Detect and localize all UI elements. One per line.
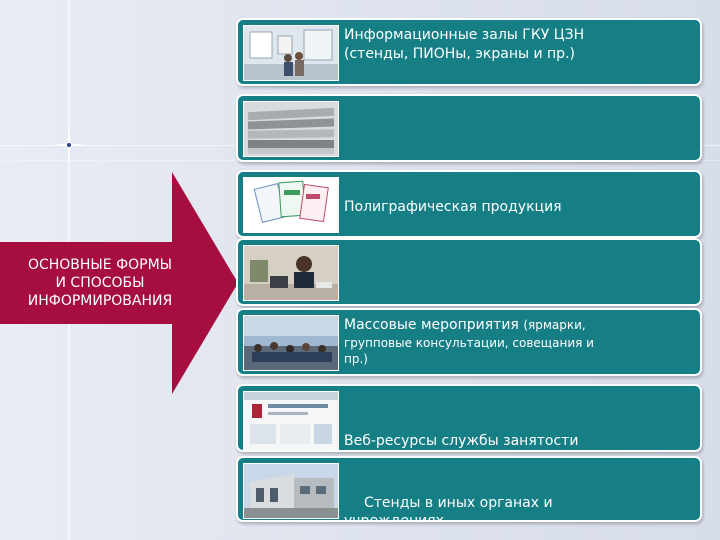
brochures-photo <box>243 177 339 233</box>
web-resources-label: Веб-ресурсы службы занятости <box>344 433 579 449</box>
mass-events-item[interactable]: Массовые мероприятия (ярмарки, групповые… <box>236 308 702 376</box>
building-photo <box>243 463 339 519</box>
main-arrow: ОСНОВНЫЕ ФОРМЫ И СПОСОБЫ ИНФОРМИРОВАНИЯ <box>0 172 240 394</box>
printed-materials-label: Полиграфическая продукция <box>344 199 562 215</box>
newspapers-photo <box>243 101 339 157</box>
event-photo <box>243 315 339 371</box>
info-halls-item[interactable]: Информационные залы ГКУ ЦЗН (стенды, ПИО… <box>236 18 702 86</box>
info-halls-label: Информационные залы ГКУ ЦЗН (стенды, ПИО… <box>344 27 585 62</box>
other-stands-label: Стенды в иных органах и <box>364 495 553 511</box>
mass-events-label-line2: групповые консультации, совещания и <box>344 336 594 350</box>
other-stands-label-line2: учреждениях <box>344 513 444 522</box>
web-resources-item[interactable]: Веб-ресурсы службы занятости <box>236 384 702 452</box>
sparkle-icon <box>52 128 86 162</box>
other-stands-item[interactable]: Стенды в иных органах и учреждениях <box>236 456 702 522</box>
website-screenshot <box>243 391 339 450</box>
printed-materials-item[interactable]: Полиграфическая продукция <box>236 170 702 238</box>
consultant-photo <box>243 245 339 301</box>
info-hall-photo <box>243 25 339 81</box>
arrow-shape <box>0 172 238 394</box>
arrow-label: ОСНОВНЫЕ ФОРМЫ И СПОСОБЫ ИНФОРМИРОВАНИЯ <box>27 257 173 309</box>
consulting-item[interactable] <box>236 238 702 306</box>
mass-events-label-line3: пр.) <box>344 352 368 366</box>
mass-events-label: Массовые мероприятия (ярмарки, <box>344 317 586 333</box>
press-item[interactable] <box>236 94 702 162</box>
